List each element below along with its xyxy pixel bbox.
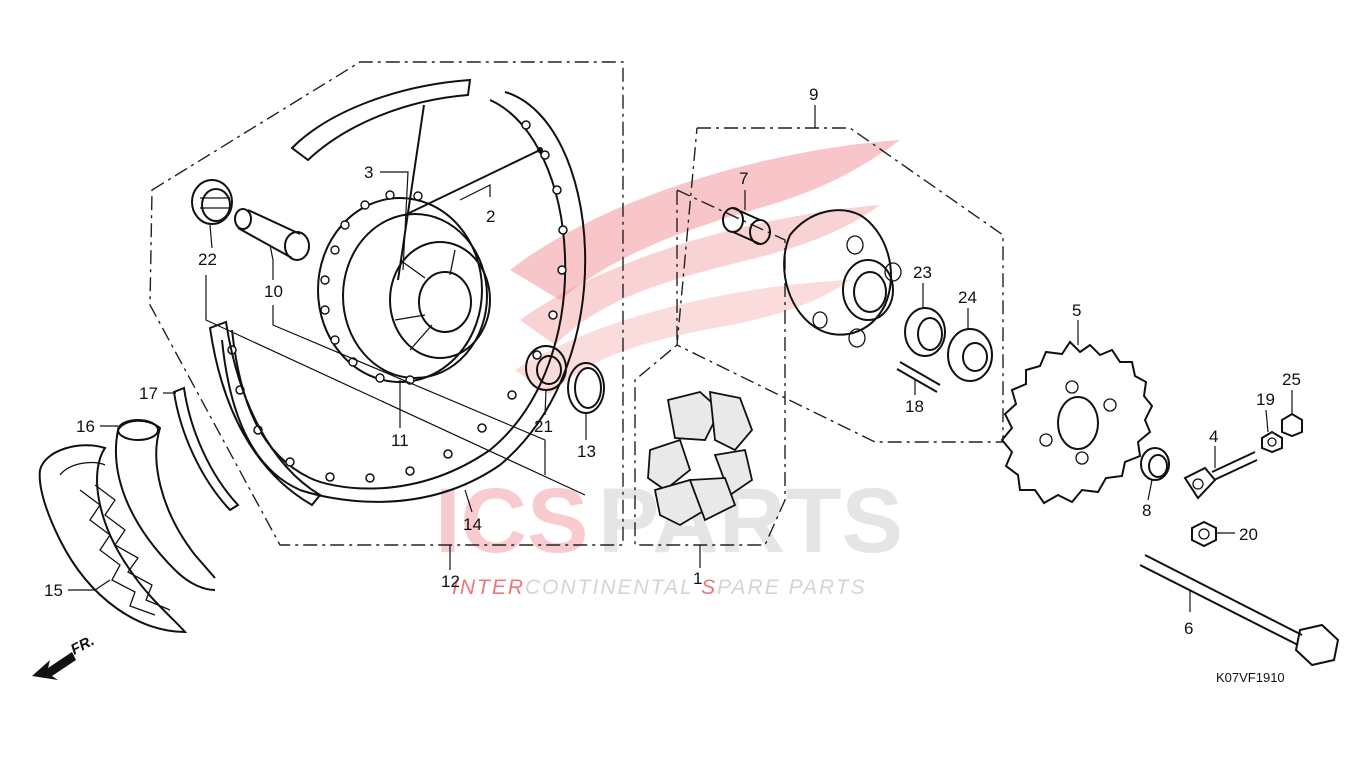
watermark-tagline: INTERCONTINENTAL SPARE PARTS xyxy=(452,576,867,599)
stud-18 xyxy=(896,361,941,393)
watermark-parts: PARTS xyxy=(598,470,903,572)
front-arrow-icon xyxy=(32,652,76,680)
callout-5: 5 xyxy=(1072,301,1081,320)
callout-16: 16 xyxy=(76,417,95,436)
callout-10: 10 xyxy=(264,282,283,301)
callout-23: 23 xyxy=(913,263,932,282)
callout-25: 25 xyxy=(1282,370,1301,389)
adjuster-4 xyxy=(1183,451,1258,500)
callout-7: 7 xyxy=(739,169,748,188)
callout-14: 14 xyxy=(463,515,482,534)
seal-13 xyxy=(567,362,605,414)
callout-20: 20 xyxy=(1239,525,1258,544)
spoke-2 xyxy=(404,149,541,216)
watermark-tagline-2: C xyxy=(525,576,542,599)
callout-18: 18 xyxy=(905,397,924,416)
nut-25 xyxy=(1281,412,1303,438)
seal-24 xyxy=(947,328,993,382)
bearing-22 xyxy=(191,179,233,225)
nut-19 xyxy=(1261,430,1283,454)
spoke-3 xyxy=(397,104,425,281)
tube-16 xyxy=(114,419,216,591)
drawing-code: K07VF1910 xyxy=(1216,670,1285,685)
nut-20 xyxy=(1191,520,1217,548)
collar-10 xyxy=(234,208,310,261)
spoke-2-nipple xyxy=(537,147,543,153)
callout-8: 8 xyxy=(1142,501,1151,520)
rim-band-upper xyxy=(290,78,472,162)
callout-17: 17 xyxy=(139,384,158,403)
tire-15 xyxy=(38,444,188,634)
callout-22: 22 xyxy=(198,250,217,269)
leader-lines xyxy=(68,105,1293,612)
collar-7 xyxy=(722,207,771,245)
sprocket-5 xyxy=(1000,340,1154,505)
watermark-tagline-4: S xyxy=(701,576,717,599)
callout-6: 6 xyxy=(1184,619,1193,638)
callout-21: 21 xyxy=(534,417,553,436)
wheel-hub xyxy=(317,190,491,385)
front-direction-marker: FR. xyxy=(32,632,97,680)
callout-11: 11 xyxy=(391,431,409,450)
callout-4: 4 xyxy=(1209,427,1218,446)
watermark-tagline-1: INTER xyxy=(452,576,525,599)
callout-labels: 1 2 3 4 5 6 7 8 9 10 11 12 13 14 15 16 1… xyxy=(44,85,1301,638)
bearing-23 xyxy=(904,307,946,357)
collar-8 xyxy=(1140,447,1170,481)
callout-13: 13 xyxy=(577,442,596,461)
group-outline-wheel xyxy=(149,61,624,546)
driven-flange xyxy=(783,209,902,348)
callout-1: 1 xyxy=(693,569,702,588)
callout-19: 19 xyxy=(1256,390,1275,409)
callout-12: 12 xyxy=(441,572,460,591)
callout-9: 9 xyxy=(809,85,818,104)
damper-rubbers-1 xyxy=(647,390,754,527)
rim-band-17 xyxy=(172,386,240,512)
callout-15: 15 xyxy=(44,581,63,600)
axle-6 xyxy=(1139,554,1340,667)
watermark-tagline-3: ONTINENTAL xyxy=(542,576,701,599)
callout-2: 2 xyxy=(486,207,495,226)
honda-wing-watermark xyxy=(510,140,900,395)
rim-band-left xyxy=(208,320,322,507)
watermark: ICS PARTS INTERCONTINENTAL SPARE PARTS xyxy=(435,140,903,599)
watermark-tagline-5: PARE PARTS xyxy=(717,576,867,599)
callout-24: 24 xyxy=(958,288,977,307)
callout-3: 3 xyxy=(364,163,373,182)
